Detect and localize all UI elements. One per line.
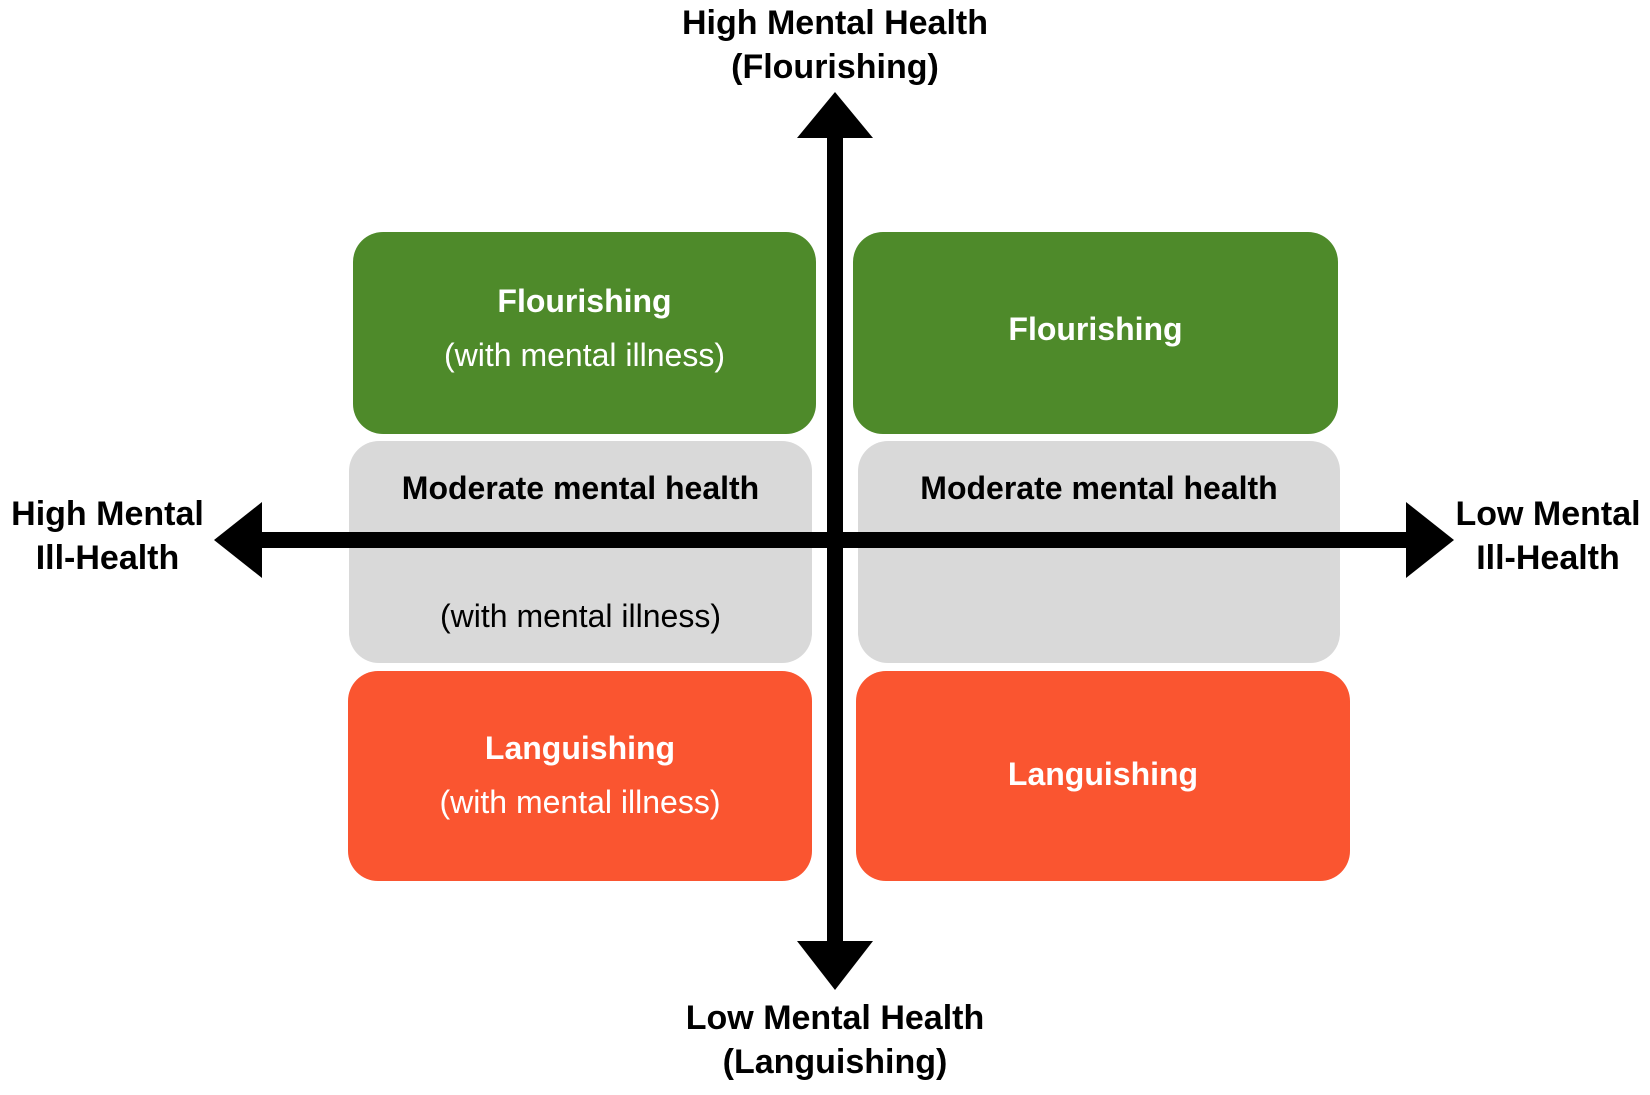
arrow-left-icon [214,502,262,578]
arrow-down-icon [797,941,873,990]
box-title: Moderate mental health [920,470,1278,506]
box-subtitle: (with mental illness) [444,337,725,373]
box-title: Languishing [484,730,676,766]
right-axis-label-line1: Low Mental [1455,495,1641,533]
box-title: Flourishing [1008,311,1183,347]
top-axis-label-line2: (Flourishing) [731,48,939,87]
bottom-axis-label-line2: (Languishing) [722,1043,948,1082]
box-title: Flourishing [497,283,672,319]
box-subtitle: (with mental illness) [440,598,721,634]
top-axis-label-line1: High Mental Health [681,4,989,42]
flourishing-with-mental-illness-box: Flourishing (with mental illness) [353,232,816,434]
box-title: Languishing [1007,756,1199,792]
languishing-with-mental-illness-box: Languishing (with mental illness) [348,671,812,881]
box-title: Moderate mental health [401,470,760,506]
top-axis-label: High Mental Health (Flourishing) [635,1,1035,89]
left-axis-label-line1: High Mental [11,495,204,533]
left-axis-label: High Mental Ill-Health [0,492,215,580]
arrow-right-icon [1406,502,1454,578]
flourishing-box: Flourishing [853,232,1338,434]
bottom-axis-label: Low Mental Health (Languishing) [635,996,1035,1084]
bottom-axis-label-line1: Low Mental Health [685,999,985,1037]
right-axis-label: Low Mental Ill-Health [1448,492,1648,580]
left-axis-label-line2: Ill-Health [35,539,180,578]
box-subtitle: (with mental illness) [439,784,721,820]
arrow-up-icon [797,92,873,138]
moderate-mental-health-with-mental-illness-box: Moderate mental health (with mental illn… [349,441,812,663]
moderate-mental-health-box: Moderate mental health [858,441,1340,663]
right-axis-label-line2: Ill-Health [1476,539,1620,578]
languishing-box: Languishing [856,671,1350,881]
